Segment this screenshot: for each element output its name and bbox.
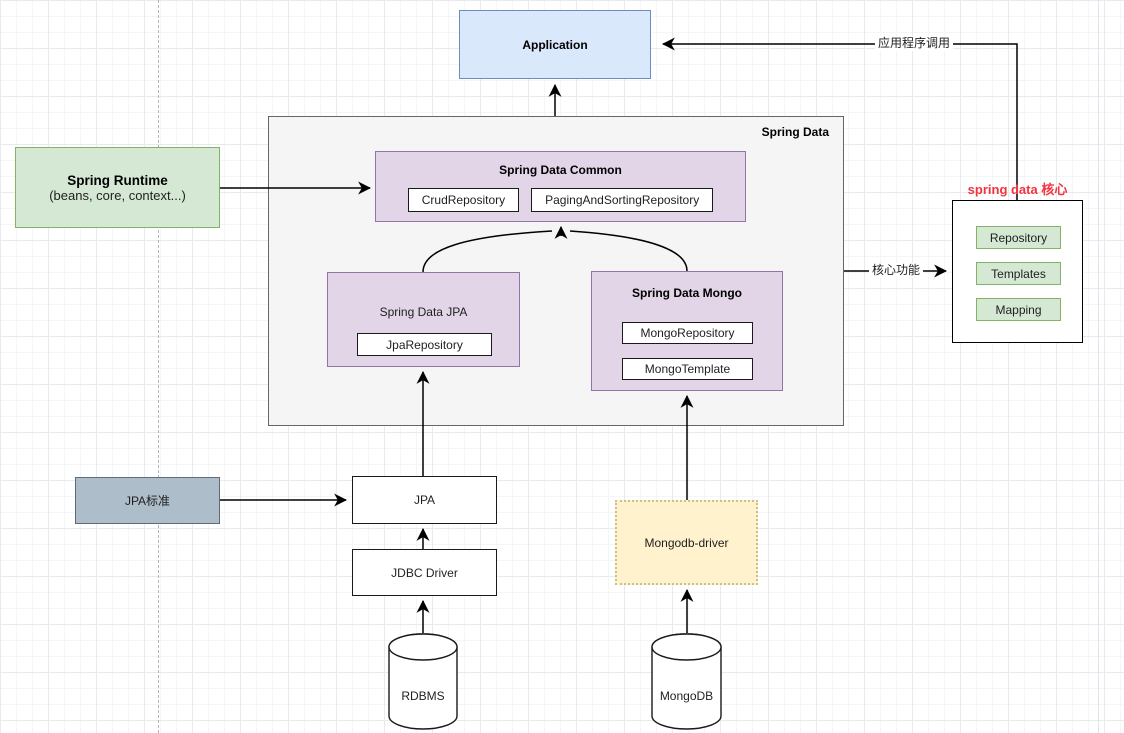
spring-data-mongo-node: Spring Data Mongo MongoRepository MongoT… xyxy=(591,271,783,391)
spring-runtime-node: Spring Runtime (beans, core, context...) xyxy=(15,147,220,228)
core-templates-node: Templates xyxy=(976,262,1061,285)
spring-data-common-node: Spring Data Common CrudRepository Paging… xyxy=(375,151,746,222)
rdbms-cylinder: RDBMS xyxy=(388,633,458,730)
mongodb-label: MongoDB xyxy=(659,689,714,704)
cylinder-shape-icon xyxy=(651,633,722,730)
jpa-standard-node: JPA标准 xyxy=(75,477,220,524)
spring-data-container-label: Spring Data xyxy=(761,125,829,139)
core-repository-node: Repository xyxy=(976,226,1061,249)
page-boundary-solid-line xyxy=(1098,0,1099,733)
spring-data-jpa-title: Spring Data JPA xyxy=(379,305,468,319)
mongodb-cylinder: MongoDB xyxy=(651,633,722,730)
jpa-repository-node: JpaRepository xyxy=(357,333,492,356)
mongo-template-node: MongoTemplate xyxy=(622,358,753,380)
paging-and-sorting-repository-node: PagingAndSortingRepository xyxy=(531,188,714,212)
core-function-edge-label: 核心功能 xyxy=(869,263,924,278)
rdbms-label: RDBMS xyxy=(401,689,445,704)
application-node: Application xyxy=(459,10,651,79)
mongo-repository-node: MongoRepository xyxy=(622,322,753,344)
jdbc-driver-label: JDBC Driver xyxy=(391,565,458,580)
page-boundary-dashed-line xyxy=(158,0,159,733)
spring-data-mongo-title: Spring Data Mongo xyxy=(632,286,742,300)
spring-data-jpa-node: Spring Data JPA JpaRepository xyxy=(327,272,520,367)
jdbc-driver-node: JDBC Driver xyxy=(352,549,497,596)
spring-runtime-subtitle: (beans, core, context...) xyxy=(49,187,186,203)
cylinder-shape-icon xyxy=(388,633,458,730)
crud-repository-node: CrudRepository xyxy=(407,188,520,212)
jpa-label: JPA xyxy=(413,493,436,507)
spring-runtime-title: Spring Runtime xyxy=(67,172,168,188)
spring-data-core-node: Repository Templates Mapping xyxy=(952,200,1083,343)
jpa-standard-label: JPA标准 xyxy=(124,494,171,508)
app-call-edge-label: 应用程序调用 xyxy=(875,36,954,51)
application-label: Application xyxy=(522,37,588,52)
core-mapping-node: Mapping xyxy=(976,298,1061,321)
spring-data-common-title: Spring Data Common xyxy=(499,163,622,177)
mongodb-driver-label: Mongodb-driver xyxy=(644,535,729,550)
mongodb-driver-node: Mongodb-driver xyxy=(615,500,758,585)
spring-data-common-items: CrudRepository PagingAndSortingRepositor… xyxy=(376,188,745,212)
jpa-node: JPA xyxy=(352,476,497,524)
spring-data-core-caption: spring data 核心 xyxy=(967,182,1068,197)
